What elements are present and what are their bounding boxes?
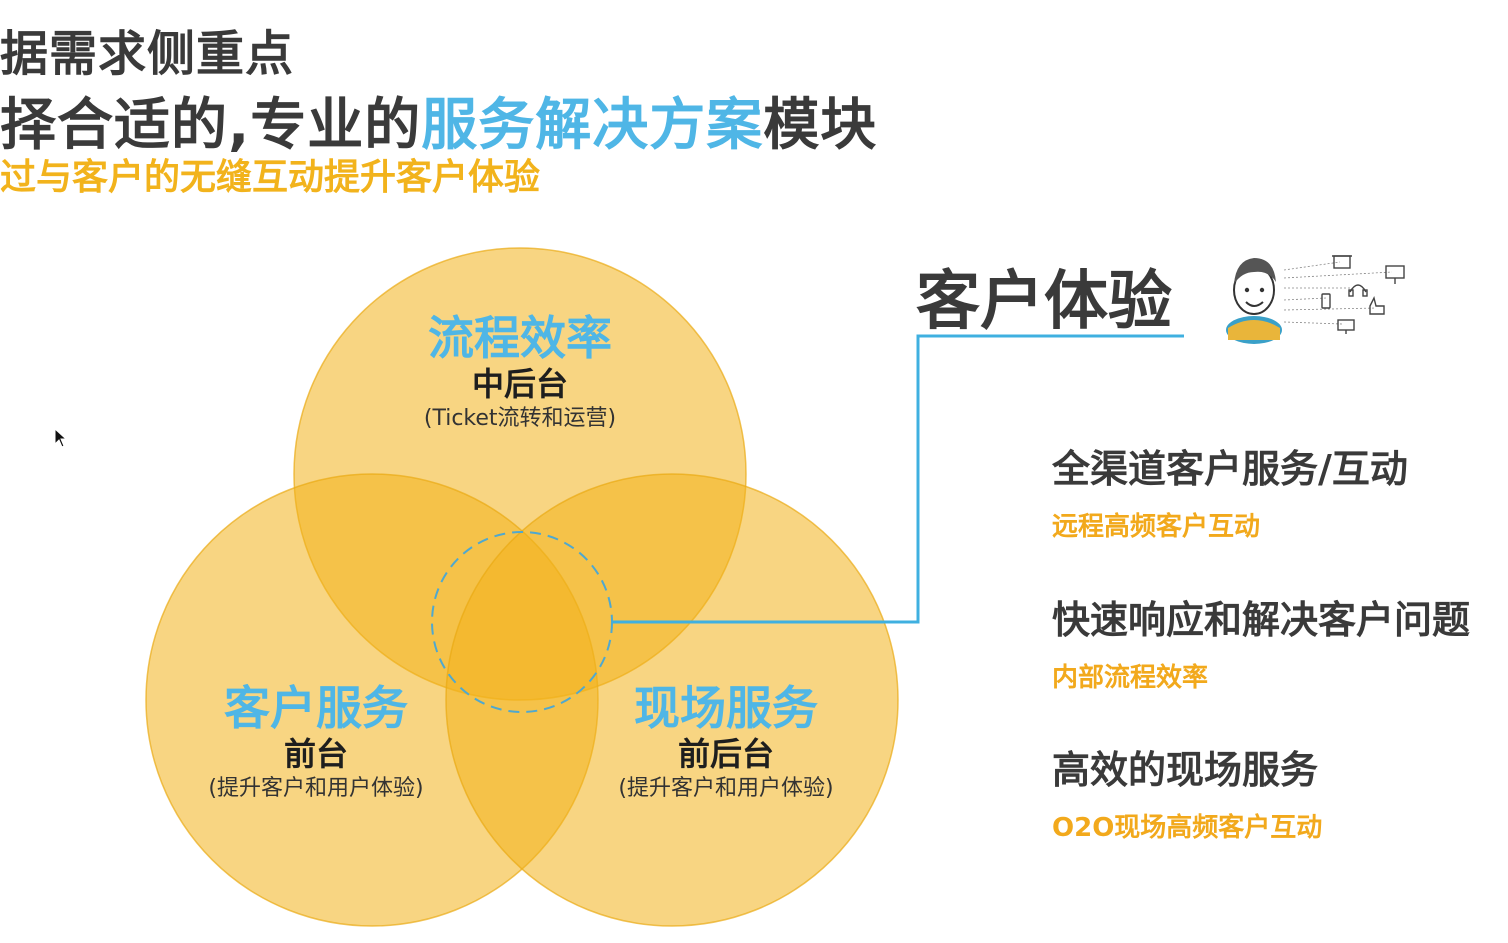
experience-item-subheading: O2O现场高频客户互动 [1052,813,1323,843]
venn-label-field-service: 现场服务 前后台 (提升客户和用户体验) [526,682,926,804]
venn-label-platform: 中后台 [471,365,568,403]
header-line-2-highlight: 服务解决方案 [421,93,764,158]
experience-item-omnichannel: 全渠道客户服务/互动 远程高频客户互动 [1052,446,1408,544]
venn-label-platform: 前台 [283,735,348,773]
experience-item-heading: 快速响应和解决客户问题 [1052,598,1471,642]
venn-label-note: (提升客户和用户体验) [208,776,424,801]
experience-item-heading: 高效的现场服务 [1052,748,1319,792]
venn-circles [145,247,899,927]
venn-label-note: (提升客户和用户体验) [618,776,834,801]
venn-label-process-efficiency: 流程效率 中后台 (Ticket流转和运营) [320,312,720,434]
header-line-3: 过与客户的无缝互动提升客户体验 [0,157,541,198]
venn-label-title: 客户服务 [224,681,408,735]
venn-label-note: (Ticket流转和运营) [423,406,617,431]
experience-item-field-service: 高效的现场服务 O2O现场高频客户互动 [1052,747,1322,845]
header-line-2: 择合适的,专业的服务解决方案模块 [0,80,877,161]
experience-item-fast-response: 快速响应和解决客户问题 内部流程效率 [1052,597,1470,695]
mouse-pointer-icon [54,428,68,448]
header-line-2-suffix: 模块 [763,93,878,158]
experience-item-heading: 全渠道客户服务/互动 [1052,447,1408,491]
connector-line [612,334,1184,624]
venn-label-title: 现场服务 [634,681,818,735]
customer-experience-title: 客户体验 [916,265,1172,339]
experience-item-subheading: 内部流程效率 [1052,663,1209,693]
venn-label-title: 流程效率 [428,311,612,365]
experience-item-subheading: 远程高频客户互动 [1052,512,1261,542]
venn-label-platform: 前后台 [677,735,774,773]
header-line-1: 据需求侧重点 [0,26,295,82]
venn-circle-right [445,473,899,927]
customer-channels-illustration-icon [1226,255,1405,344]
venn-label-customer-service: 客户服务 前台 (提升客户和用户体验) [116,682,516,804]
header-line-2-prefix: 择合适的,专业的 [0,93,422,158]
